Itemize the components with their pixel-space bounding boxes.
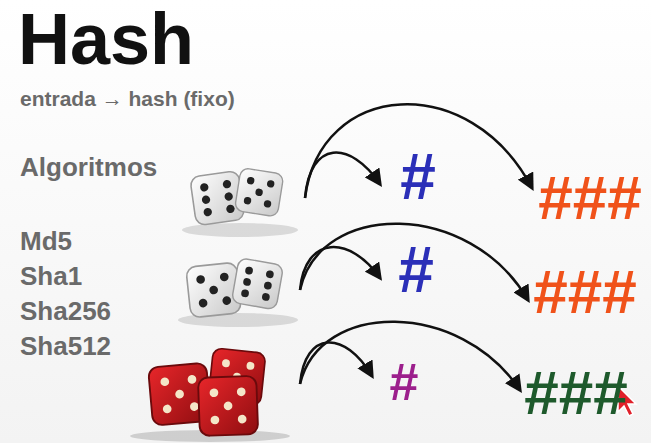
subtitle: entrada → hash (fixo) xyxy=(20,86,235,111)
algorithm-name: Sha1 xyxy=(20,261,82,292)
hash-symbol: # xyxy=(400,145,436,209)
hash-symbol: # xyxy=(390,356,419,408)
section-label: Algoritmos xyxy=(20,152,157,183)
hash-symbol: ### xyxy=(538,167,641,229)
algorithm-name: Sha512 xyxy=(20,331,111,362)
hash-symbol: ### xyxy=(533,261,636,323)
title-heading: Hash xyxy=(18,0,194,79)
algorithm-name: Md5 xyxy=(20,226,72,257)
hash-symbol: # xyxy=(398,238,434,302)
hash-symbol: ### xyxy=(524,362,627,424)
algorithm-name: Sha256 xyxy=(20,296,111,327)
